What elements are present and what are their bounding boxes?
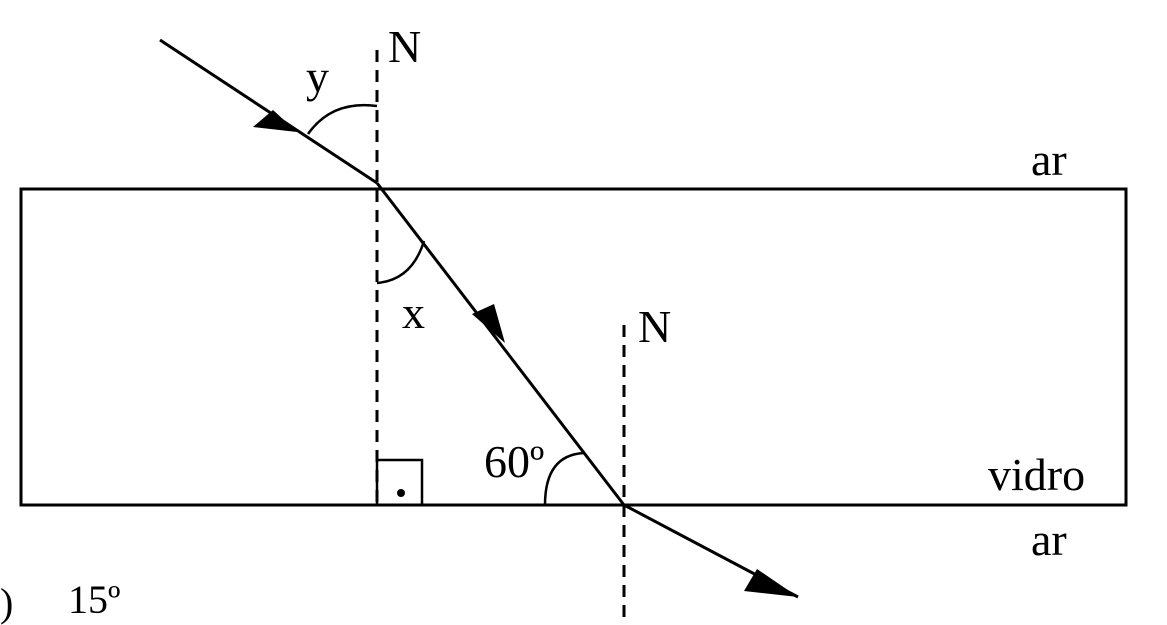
incident-arrowhead [253, 110, 297, 132]
angle-arc-x [376, 240, 426, 285]
label-angle-y: y [306, 51, 329, 102]
label-medium-bottom: ar [1031, 514, 1067, 565]
right-angle-marker [375, 458, 424, 507]
right-angle-dot [397, 489, 405, 497]
label-normal-bottom: N [638, 301, 671, 352]
label-medium-glass: vidro [988, 449, 1085, 500]
option-marker: ) [0, 580, 13, 625]
refracted-arrowhead [472, 304, 505, 343]
angle-arc-y [306, 103, 378, 135]
label-medium-top: ar [1031, 134, 1067, 185]
emergent-arrowhead [744, 569, 798, 597]
label-normal-top: N [388, 21, 421, 72]
label-angle-60: 60º [484, 436, 544, 487]
incident-ray [159, 38, 378, 185]
refracted-ray [375, 182, 626, 506]
label-angle-x: x [402, 287, 425, 338]
angle-arc-60 [543, 451, 585, 506]
glass-slab [19, 187, 1128, 507]
option-value: 15º [68, 577, 120, 622]
